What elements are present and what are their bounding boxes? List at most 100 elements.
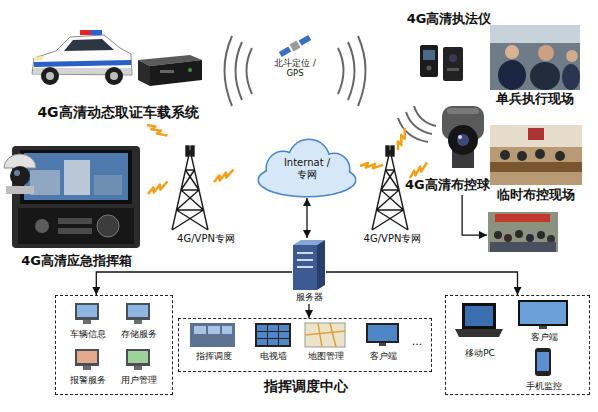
client-icon (520, 302, 566, 324)
crowd-photo (537, 231, 545, 239)
court-photo (490, 125, 582, 147)
vehicle-recorder (138, 55, 202, 86)
cell-tower (186, 146, 189, 156)
node-label: 单兵执行现场 (486, 92, 584, 107)
network-cloud (259, 140, 355, 196)
node-label: 车辆信息 (58, 329, 118, 339)
cell-tower (191, 146, 194, 156)
command-item: 电视墙 (251, 322, 296, 368)
court-photo (517, 151, 527, 161)
vehicle-recorder (160, 70, 174, 73)
crowd-photo (494, 231, 502, 239)
center-icon (379, 343, 386, 346)
satellite (299, 35, 312, 46)
field-photo (505, 45, 519, 59)
signal-arcs (225, 36, 437, 142)
server-icon (293, 240, 325, 290)
service-icon (134, 320, 142, 324)
signal-arcs (338, 48, 344, 94)
scene-node: 临时布控现场 (487, 122, 585, 255)
command-case (6, 186, 34, 194)
service-icon (128, 305, 148, 317)
signal-arcs (398, 118, 428, 142)
lightning-bolt (146, 182, 169, 194)
node-label: 电视墙 (248, 351, 299, 361)
lightning-bolt (407, 162, 430, 178)
cell-tower (372, 150, 408, 230)
connector (462, 195, 487, 235)
field-photo (490, 25, 580, 90)
field-photo (538, 45, 554, 61)
node-label: 指挥调度中心 (179, 378, 433, 394)
signal-arcs (225, 36, 233, 106)
center-icon (257, 332, 267, 338)
node-label: 北斗定位 / GPS (273, 59, 317, 79)
client-item: 手机监控 (513, 347, 575, 394)
node-label: 4G高清应急指挥箱 (5, 254, 148, 269)
cell-tower (172, 146, 408, 230)
center-icon (279, 325, 289, 331)
crowd-photo (547, 235, 555, 243)
command-case (94, 175, 122, 195)
client-icon (537, 352, 549, 371)
center-icon (222, 326, 232, 334)
police-car (32, 30, 132, 85)
service-item: 报警服务 (63, 347, 113, 389)
satellite (290, 41, 301, 52)
police-car (64, 39, 114, 51)
center-icon (279, 339, 289, 345)
node-label: 客户端 (513, 332, 575, 342)
node-label: 4G/VPN专网 (350, 233, 435, 245)
center-icon (257, 339, 267, 345)
police-car (110, 72, 118, 80)
field-photo (566, 50, 578, 62)
satellite (278, 34, 311, 58)
server-icon (293, 245, 317, 290)
service-icon (134, 366, 142, 370)
device-node: 4G高清执法仪 (405, 10, 493, 85)
node-label: 4G/VPN专网 (165, 233, 247, 245)
crowd-photo (526, 234, 534, 242)
service-icon (83, 320, 91, 324)
body-camera (420, 45, 438, 77)
signal-arcs (348, 42, 355, 100)
center-icon (257, 325, 267, 331)
court-photo (490, 162, 582, 172)
client-icon (455, 329, 503, 337)
service-icon (83, 366, 91, 370)
service-item: 车辆信息 (63, 301, 113, 343)
command-item: 客户端 (361, 322, 406, 368)
command-case (4, 146, 140, 248)
server-icon (297, 266, 313, 268)
cell-tower (172, 150, 208, 230)
node-label: 用户管理 (109, 375, 169, 385)
police-car (34, 60, 131, 67)
client-item: 移动PC (451, 301, 509, 363)
service-group: 车辆信息存储服务报警服务用户管理 (55, 295, 173, 395)
node-label: 存储服务 (109, 329, 169, 339)
tower-node: 4G/VPN专网 (350, 145, 435, 249)
client-icon (539, 326, 547, 329)
node-label: 客户端 (358, 351, 409, 361)
lightning-bolt (360, 159, 383, 171)
police-car (80, 30, 91, 35)
field-photo (530, 62, 560, 90)
connector (96, 272, 292, 295)
device-node: 4G高清动态取证车载系统 (28, 15, 208, 123)
court-photo (528, 128, 544, 140)
crowd-photo (490, 242, 556, 252)
center-icon (255, 323, 291, 347)
police-car (41, 67, 59, 85)
field-photo (490, 25, 580, 43)
connector (326, 272, 518, 295)
server-icon (297, 259, 313, 261)
network-cloud (259, 140, 355, 196)
tower-node: 4G/VPN专网 (165, 145, 247, 249)
signal-arcs (414, 106, 436, 126)
service-icon (77, 351, 97, 363)
cloud-node: Internat / 专网 (257, 148, 357, 198)
vehicle-recorder (138, 60, 150, 86)
node-label: 4G高清布控球 (405, 178, 489, 193)
court-photo (535, 149, 545, 159)
center-icon (190, 323, 399, 347)
